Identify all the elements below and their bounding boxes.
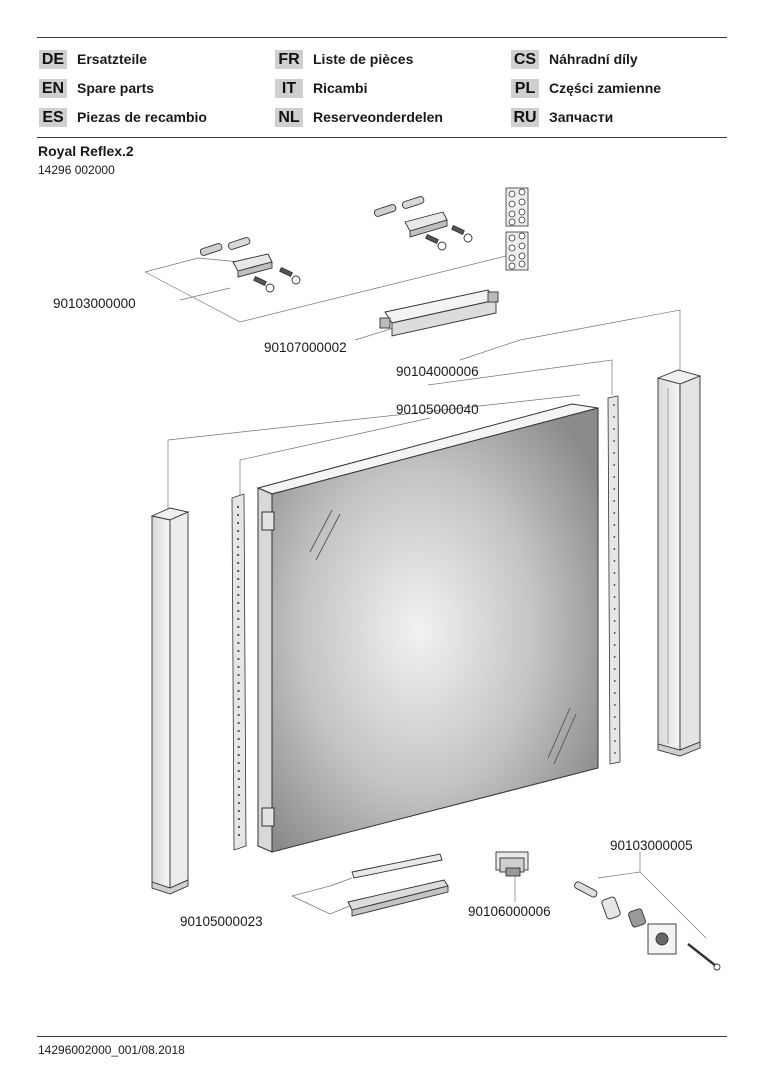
product-title: Royal Reflex.2 xyxy=(38,143,134,159)
part-number-switch-unit: 90106000006 xyxy=(468,904,551,919)
part-number-bottom-profile: 90105000023 xyxy=(180,914,263,929)
lang-row-nl: NL Reserveonderdelen xyxy=(275,106,443,128)
lang-row-de: DE Ersatzteile xyxy=(39,48,147,70)
lang-row-en: EN Spare parts xyxy=(39,77,154,99)
lang-label: Piezas de recambio xyxy=(77,109,207,125)
part-number-fixing-kit: 90103000005 xyxy=(610,838,693,853)
wall-bracket-right xyxy=(373,196,473,251)
wall-bracket-left xyxy=(199,237,301,293)
lang-label: Spare parts xyxy=(77,80,155,96)
lang-row-pl: PL Części zamienne xyxy=(511,77,661,99)
lang-row-cs: CS Náhradní díly xyxy=(511,48,638,70)
part-number-mirror-cabinet: 90105000040 xyxy=(396,402,479,417)
side-profile-right xyxy=(656,369,702,757)
led-strip-right xyxy=(607,395,621,765)
lang-label: Reserveonderdelen xyxy=(313,109,443,125)
leader-lines xyxy=(144,254,707,939)
lang-label: Ricambi xyxy=(313,80,368,96)
switch-unit-part xyxy=(495,851,529,877)
header-bottom-rule xyxy=(37,137,727,138)
document-reference: 14296002000_001/08.2018 xyxy=(38,1043,185,1057)
lang-row-it: IT Ricambi xyxy=(275,77,367,99)
lang-code: IT xyxy=(275,78,303,98)
footer-rule xyxy=(37,1036,727,1037)
lang-code: PL xyxy=(511,78,539,98)
lang-label: Náhradní díly xyxy=(549,51,638,67)
lang-code: RU xyxy=(511,107,539,127)
bottom-profile-part xyxy=(347,853,449,917)
led-strip-left xyxy=(231,493,247,851)
lang-label: Ersatzteile xyxy=(77,51,148,67)
mirror-cabinet xyxy=(256,403,599,853)
lang-code: NL xyxy=(275,107,303,127)
fixing-kit-part xyxy=(574,881,721,971)
part-number-wall-mount-set: 90103000000 xyxy=(53,296,136,311)
lang-row-fr: FR Liste de pièces xyxy=(275,48,413,70)
lang-code: FR xyxy=(275,49,303,69)
led-driver-unit xyxy=(379,289,499,337)
part-number-led-driver: 90107000002 xyxy=(264,340,347,355)
lang-code: EN xyxy=(39,78,67,98)
lang-label: Запчасти xyxy=(549,109,614,125)
lang-code: ES xyxy=(39,107,67,127)
article-number: 14296 002000 xyxy=(38,163,115,177)
top-rule xyxy=(37,37,727,38)
hinge-plates xyxy=(505,187,529,271)
lang-code: DE xyxy=(39,49,67,69)
lang-row-ru: RU Запчасти xyxy=(511,106,613,128)
side-profile-left xyxy=(150,507,190,895)
lang-code: CS xyxy=(511,49,539,69)
lang-label: Części zamienne xyxy=(549,80,662,96)
lang-row-es: ES Piezas de recambio xyxy=(39,106,207,128)
lang-label: Liste de pièces xyxy=(313,51,414,67)
part-number-led-strip: 90104000006 xyxy=(396,364,479,379)
